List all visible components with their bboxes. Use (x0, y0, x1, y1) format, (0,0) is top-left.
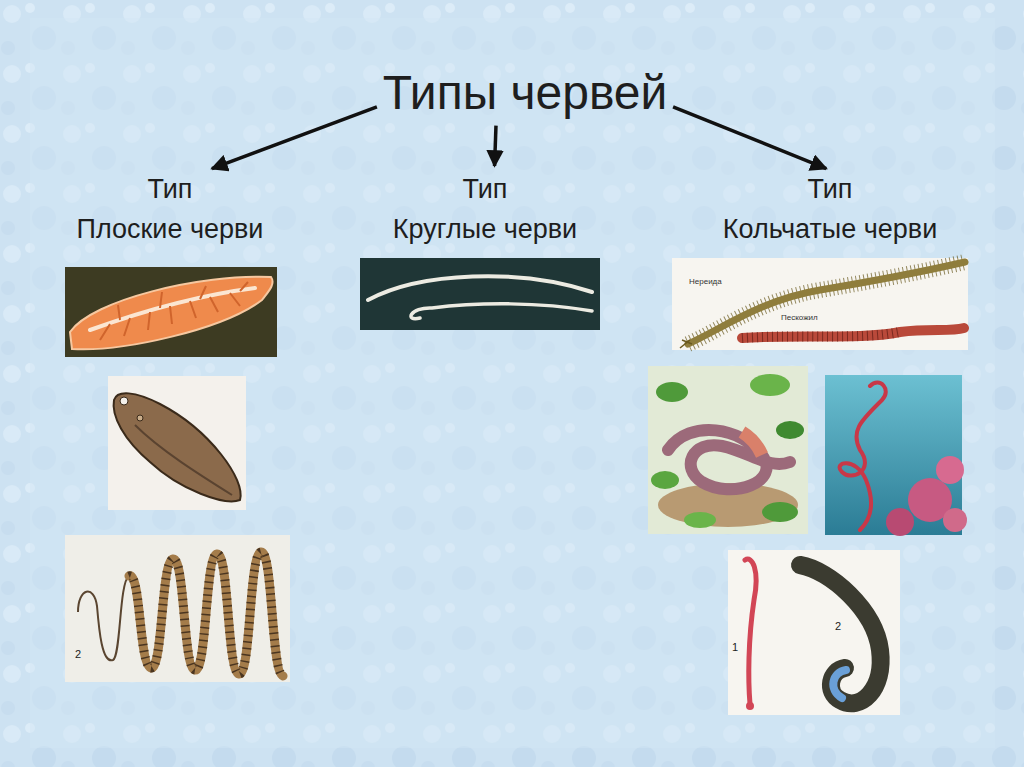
type-node: ТипКруглые черви (391, 170, 579, 250)
coral (936, 456, 964, 484)
red-worm (745, 559, 756, 704)
fluke-organ (135, 425, 232, 495)
species-label: Нереида (688, 278, 723, 287)
type-rank: Тип (77, 170, 264, 210)
roundworm-picture (360, 258, 600, 330)
picture-ground (672, 258, 968, 350)
flatworm-body (70, 277, 273, 350)
fluke-picture (108, 376, 246, 510)
marine-worm (840, 383, 886, 530)
picture-ground (648, 366, 808, 534)
title-node: Типы червей (381, 64, 670, 122)
nereid-head (680, 340, 692, 348)
earthworm-picture (648, 366, 808, 534)
picture-ground (108, 376, 246, 510)
callout-number: 1 (731, 641, 739, 653)
type-name: Круглые черви (393, 210, 577, 250)
nereid-body (688, 262, 965, 344)
picture-ground (65, 535, 290, 682)
tapeworm-segments (129, 552, 283, 676)
callout-number: 2 (834, 620, 842, 632)
earthworm-girdle (742, 432, 762, 455)
callout-number: 2 (74, 648, 82, 660)
marine-worm-picture (825, 375, 967, 536)
photo-ground (65, 267, 277, 357)
connector-arrow (212, 107, 377, 169)
fluke-body (114, 393, 241, 501)
fluke-sucker (120, 397, 128, 405)
lugworm-body (742, 328, 964, 338)
tapeworm-body (129, 552, 283, 676)
type-rank: Тип (393, 170, 577, 210)
leaf (750, 374, 790, 396)
planaria-picture (65, 267, 277, 357)
coral (943, 508, 967, 532)
tapeworm-picture (65, 535, 290, 682)
red-worm-sucker (746, 702, 754, 710)
leaf (651, 471, 679, 489)
fluke-sucker (137, 415, 143, 421)
diagram-heading: Типы червей (383, 64, 668, 122)
picture-ground (728, 550, 900, 715)
roundworm (368, 276, 592, 300)
leech-picture (728, 550, 900, 715)
leaf (656, 382, 688, 402)
species-label: Пескожил (780, 314, 819, 323)
leech-body (800, 565, 881, 703)
earthworm-body (668, 430, 790, 489)
leech-belly (833, 670, 846, 698)
photo-ground (360, 258, 600, 330)
nereid-bristles (688, 262, 965, 344)
type-node: ТипПлоские черви (75, 170, 266, 250)
leaf (762, 502, 798, 522)
leaf (776, 421, 804, 439)
connector-arrow (495, 126, 496, 166)
tapeworm-neck (78, 576, 129, 660)
photo-ground (825, 375, 962, 535)
coral (886, 508, 914, 536)
roundworm (411, 304, 592, 319)
leaf (684, 512, 716, 528)
type-name: Плоские черви (77, 210, 264, 250)
polychaete-picture (672, 258, 968, 350)
lugworm-segments (742, 332, 900, 338)
flatworm-branches (100, 282, 248, 340)
type-name: Кольчатые черви (723, 210, 937, 250)
connector-arrow (673, 107, 826, 169)
type-node: ТипКольчатые черви (721, 170, 939, 250)
type-rank: Тип (723, 170, 937, 210)
panel (30, 18, 995, 748)
